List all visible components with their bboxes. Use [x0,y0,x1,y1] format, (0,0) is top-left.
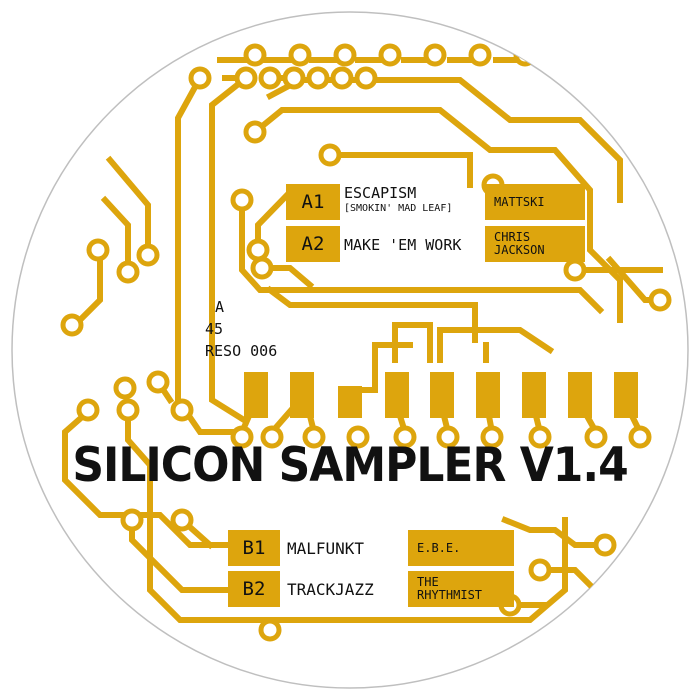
catalog-number: RESO 006 [205,342,278,360]
solder-pad [480,425,504,449]
solder-pad [146,370,170,394]
solder-pad [584,425,608,449]
solder-pad [250,256,274,280]
solder-pad [170,508,194,532]
track-a1-title: ESCAPISM [344,184,417,202]
solder-pad [76,398,100,422]
track-b2-title: TRACKJAZZ [287,580,374,599]
solder-pad [170,398,194,422]
rpm-label: 45 [205,320,224,338]
artist-line: JACKSON [494,243,545,257]
track-b2-artist: THE RHYTHMIST [408,571,514,607]
solder-pad [436,425,460,449]
solder-pad [246,238,270,262]
solder-pad [346,425,370,449]
solder-pad [234,66,258,90]
solder-pad [288,43,312,67]
solder-pad [230,425,254,449]
solder-pad [330,66,354,90]
track-b1-position: B1 [228,530,280,566]
solder-pad [230,188,254,212]
solder-pad [60,313,84,337]
solder-pad [282,66,306,90]
solder-pads [60,43,672,642]
solder-pad [513,43,537,67]
solder-pad [116,398,140,422]
solder-pad [260,425,284,449]
solder-pad [593,533,617,557]
track-a1-subtitle: [SMOKIN' MAD LEAF] [344,203,453,214]
ic-legs [244,372,638,418]
track-b1-title: MALFUNKT [287,539,365,558]
solder-pad [528,425,552,449]
solder-pad [120,508,144,532]
release-title: SILICON SAMPLER V1.4 [72,437,628,494]
solder-pad [393,425,417,449]
solder-pad [378,43,402,67]
solder-pad [628,425,652,449]
solder-pad [333,43,357,67]
solder-pad [648,288,672,312]
artist-line: E.B.E. [417,540,461,555]
artist-line: CHRIS [494,230,531,244]
solder-pad [354,66,378,90]
solder-pad [306,66,330,90]
track-b1-artist: E.B.E. [408,530,514,566]
track-a1-position: A1 [286,184,340,220]
solder-pad [136,243,160,267]
side-letter: A [215,298,225,316]
solder-pad [243,43,267,67]
artist-line: RHYTHMIST [417,588,483,602]
solder-pad [258,66,282,90]
solder-pad [243,120,267,144]
track-a1-artist: MATTSKI [485,184,585,220]
solder-pad [468,43,492,67]
artist-line: MATTSKI [494,194,545,209]
solder-pad [423,43,447,67]
solder-pad [113,376,137,400]
track-a2-position: A2 [286,226,340,262]
solder-pad [318,143,342,167]
track-a2-artist: CHRIS JACKSON [485,226,585,262]
solder-pad [86,238,110,262]
solder-pad [563,258,587,282]
solder-pad [188,66,212,90]
artist-line: THE [417,575,439,589]
track-a2-title: MAKE 'EM WORK [344,236,462,254]
solder-pad [258,618,282,642]
solder-pad [560,43,584,67]
track-b2-position: B2 [228,571,280,607]
solder-pad [116,260,140,284]
solder-pad [302,425,326,449]
solder-pad [528,558,552,582]
